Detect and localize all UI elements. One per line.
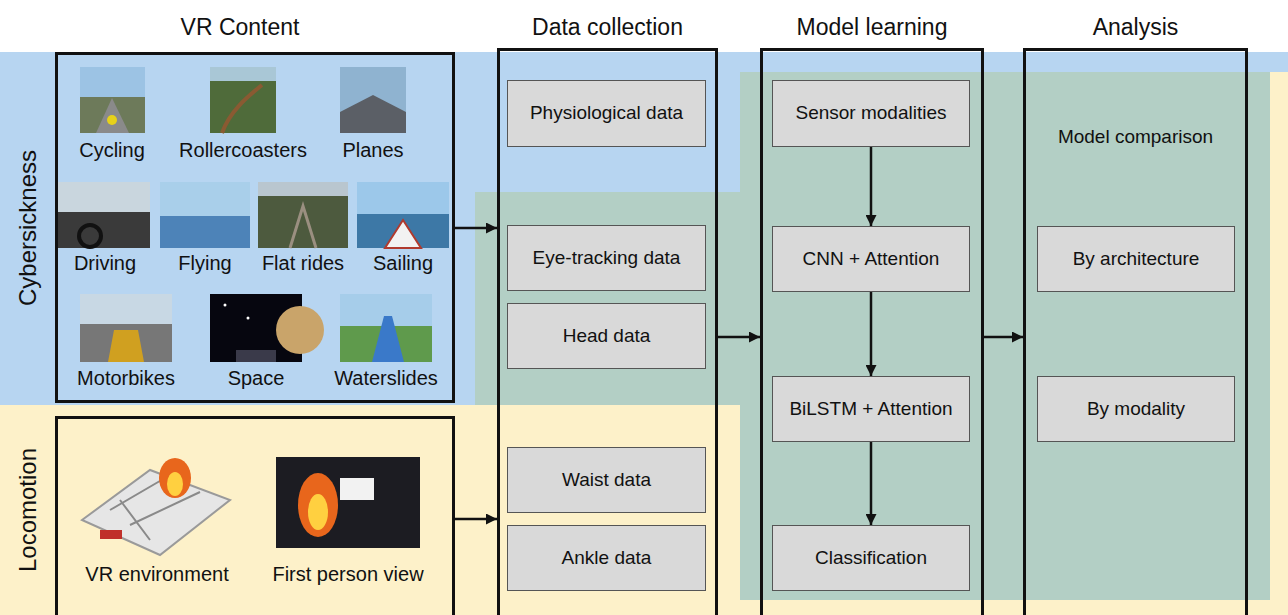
- stage-column: AnalysisModel comparisonBy architectureB…: [1023, 48, 1248, 615]
- room-wall: [340, 478, 374, 500]
- thumbnail-sky: [58, 182, 150, 212]
- column-heading: VR Content: [181, 14, 300, 42]
- thumbnail-sky: [210, 67, 276, 81]
- box-label: CNN + Attention: [803, 248, 940, 271]
- process-box: BiLSTM + Attention: [772, 376, 970, 442]
- thumbnail-cockpit: [340, 95, 406, 133]
- box-label: Eye-tracking data: [533, 247, 681, 270]
- thumbnail-caption: VR environment: [85, 562, 228, 586]
- thumbnail-caption: Flying: [178, 251, 231, 275]
- thumbnail-caption: Flat rides: [262, 251, 344, 275]
- thumbnail-sky: [80, 294, 172, 324]
- thumbnail-star: [224, 304, 227, 307]
- stage-column: Model learningSensor modalitiesCNN + Att…: [760, 48, 984, 615]
- fire: [298, 473, 338, 537]
- thumbnail-interior: [58, 212, 150, 248]
- box-label: BiLSTM + Attention: [789, 398, 952, 421]
- thumbnail-slide: [372, 316, 404, 362]
- thumbnail-ground: [210, 67, 276, 133]
- thumbnail-sky: [340, 67, 406, 133]
- flow-arrow: [870, 442, 873, 525]
- section-label: Model comparison: [1058, 126, 1213, 149]
- process-box: Eye-tracking data: [507, 225, 706, 291]
- thumbnail-bike: [108, 330, 144, 362]
- thumbnail-star: [247, 317, 250, 320]
- process-box: Sensor modalities: [772, 80, 970, 147]
- thumbnail-wheel: [79, 225, 101, 247]
- thumbnail-sea: [357, 214, 449, 248]
- box-label: Physiological data: [530, 102, 683, 125]
- thumbnail-sky: [160, 182, 250, 216]
- thumbnail-caption: Space: [228, 366, 285, 390]
- process-box: CNN + Attention: [772, 226, 970, 292]
- locomotion-band: [0, 72, 1288, 615]
- content-panel: VR environment First person view: [55, 416, 455, 615]
- process-box: By modality: [1037, 376, 1235, 442]
- flow-arrow: [455, 518, 497, 521]
- thumbnail-caption: First person view: [272, 562, 423, 586]
- thumbnail-caption: Planes: [342, 138, 403, 162]
- thumbnail-rider: [107, 115, 117, 125]
- process-box: Waist data: [507, 447, 706, 513]
- thumbnail-caption: Driving: [74, 251, 136, 275]
- flow-arrow: [455, 227, 497, 230]
- thumbnail-caption: Motorbikes: [77, 366, 175, 390]
- thumbnail-caption: Rollercoasters: [179, 138, 307, 162]
- box-label: Waist data: [562, 469, 651, 492]
- room: [276, 457, 420, 548]
- thumbnail-ground: [80, 97, 145, 133]
- thumbnail-ground: [258, 182, 348, 248]
- process-box: Classification: [772, 525, 970, 591]
- thumbnail-caption: Sailing: [373, 251, 433, 275]
- fire-truck: [100, 530, 122, 539]
- stage-column: Data collectionPhysiological dataEye-tra…: [497, 48, 718, 615]
- column-heading: Model learning: [797, 14, 948, 42]
- thumbnail-sea: [160, 216, 250, 248]
- overlap-band: [475, 72, 1270, 600]
- process-box: Head data: [507, 303, 706, 369]
- thumbnail-road: [96, 98, 129, 133]
- box-label: Ankle data: [562, 547, 652, 570]
- box-label: By architecture: [1073, 248, 1200, 271]
- flow-arrow: [718, 336, 760, 339]
- box-label: By modality: [1087, 398, 1185, 421]
- fire: [159, 458, 191, 498]
- band-label: Locomotion: [14, 448, 43, 572]
- thumbnail-road: [236, 350, 276, 362]
- flow-arrow: [870, 147, 873, 226]
- thumbnail-caption: Waterslides: [334, 366, 438, 390]
- box-label: Classification: [815, 547, 927, 570]
- thumbnail-caption: Cycling: [79, 138, 145, 162]
- column-heading: Data collection: [532, 14, 683, 42]
- fire: [308, 494, 328, 530]
- floor-plan: [82, 470, 230, 555]
- column-heading: Analysis: [1093, 14, 1179, 42]
- thumbnail-boat: [385, 220, 421, 248]
- flow-arrow: [984, 336, 1023, 339]
- thumbnail-road: [80, 324, 172, 362]
- band-label: Cybersickness: [14, 150, 43, 306]
- process-box: By architecture: [1037, 226, 1235, 292]
- content-panel: VR ContentCyclingRollercoastersPlanesDri…: [55, 52, 455, 403]
- thumbnail-planet: [276, 306, 324, 354]
- thumbnail-sky: [357, 182, 449, 214]
- thumbnail-rail: [290, 206, 316, 248]
- process-box: Physiological data: [507, 80, 706, 147]
- thumbnail-sky: [258, 182, 348, 196]
- box-label: Sensor modalities: [795, 102, 946, 125]
- fire: [167, 472, 183, 496]
- thumbnail-sky: [340, 294, 432, 362]
- box-label: Head data: [563, 325, 651, 348]
- thumbnail-track: [222, 85, 262, 133]
- process-box: Ankle data: [507, 525, 706, 591]
- thumbnail-sky: [80, 67, 145, 97]
- flow-arrow: [870, 292, 873, 376]
